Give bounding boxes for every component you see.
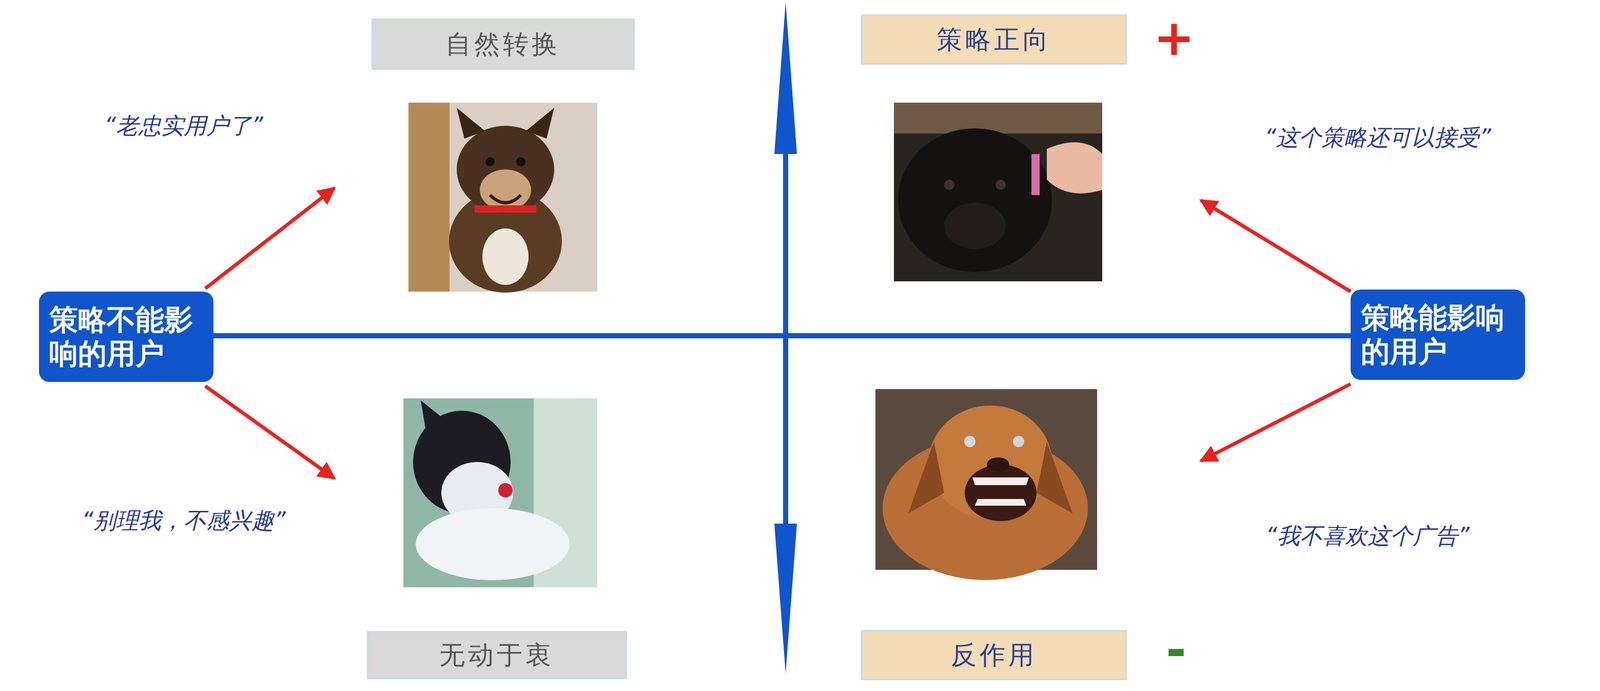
state-label: 无动于衷 [366,630,628,679]
dog-photo [408,102,598,293]
quote-note: “老忠实用户了” [104,110,264,142]
node-text: 策略正向 [936,22,1052,57]
minus-sign: - [1165,620,1187,679]
axis-connector [213,333,1351,339]
pointer-arrows [205,187,1351,479]
quote-note: “我不喜欢这个广告” [1265,520,1470,552]
dog-photo [893,102,1103,282]
plus-sign: + [1153,9,1195,67]
state-label: 策略正向 [861,14,1127,65]
node-text: 反作用 [950,637,1038,673]
node-text: 策略不能影响的用户 [49,302,193,370]
state-label: 自然转换 [371,18,635,70]
quote-note: “这个策略还可以接受” [1264,122,1492,153]
user-group-box: 策略能影响的用户 [1350,289,1526,380]
node-text: 策略能影响的用户 [1360,300,1505,368]
state-label: 反作用 [861,629,1127,680]
quote-note: “别理我，不感兴趣” [81,505,286,536]
node-text: 自然转换 [445,27,561,62]
dog-photo [875,388,1098,580]
dog-photo [403,398,598,588]
node-text: 无动于衷 [439,637,555,673]
user-group-box: 策略不能影响的用户 [38,291,214,382]
